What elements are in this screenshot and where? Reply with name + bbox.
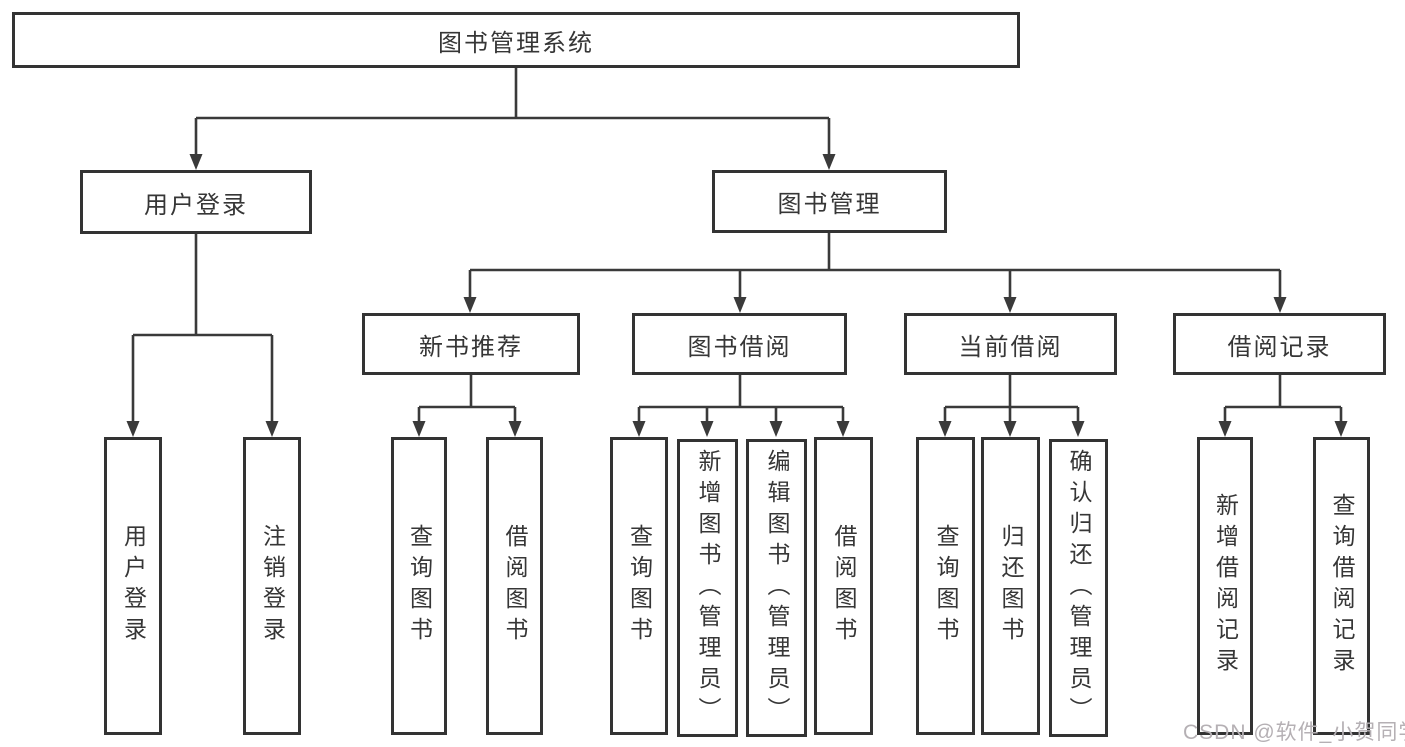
leaf-borrow-books-borrowing: 借阅图书 [814, 437, 873, 735]
leaf-borrow-books-recommend: 借阅图书 [486, 437, 543, 735]
leaf-user-login: 用户登录 [104, 437, 162, 735]
leaf-query-books-recommend: 查询图书 [391, 437, 447, 735]
leaf-query-books-current: 查询图书 [916, 437, 975, 735]
leaf-confirm-return-admin: 确认归还（管理员） [1049, 439, 1108, 737]
node-book-borrowing: 图书借阅 [632, 313, 847, 375]
leaf-query-borrow-record: 查询借阅记录 [1313, 437, 1370, 735]
leaf-edit-book-admin: 编辑图书（管理员） [746, 439, 807, 737]
node-library-management-system: 图书管理系统 [12, 12, 1020, 68]
leaf-logout: 注销登录 [243, 437, 301, 735]
leaf-add-book-admin: 新增图书（管理员） [677, 439, 738, 737]
leaf-query-books-borrowing: 查询图书 [610, 437, 668, 735]
leaf-return-books: 归还图书 [981, 437, 1040, 735]
node-borrowing-records: 借阅记录 [1173, 313, 1386, 375]
node-current-borrowing: 当前借阅 [904, 313, 1117, 375]
node-user-login: 用户登录 [80, 170, 312, 234]
leaf-add-borrow-record: 新增借阅记录 [1197, 437, 1253, 735]
watermark: CSDN @软件_小贺同学 [1183, 721, 1405, 744]
node-book-management: 图书管理 [712, 170, 947, 233]
node-new-book-recommendation: 新书推荐 [362, 313, 580, 375]
